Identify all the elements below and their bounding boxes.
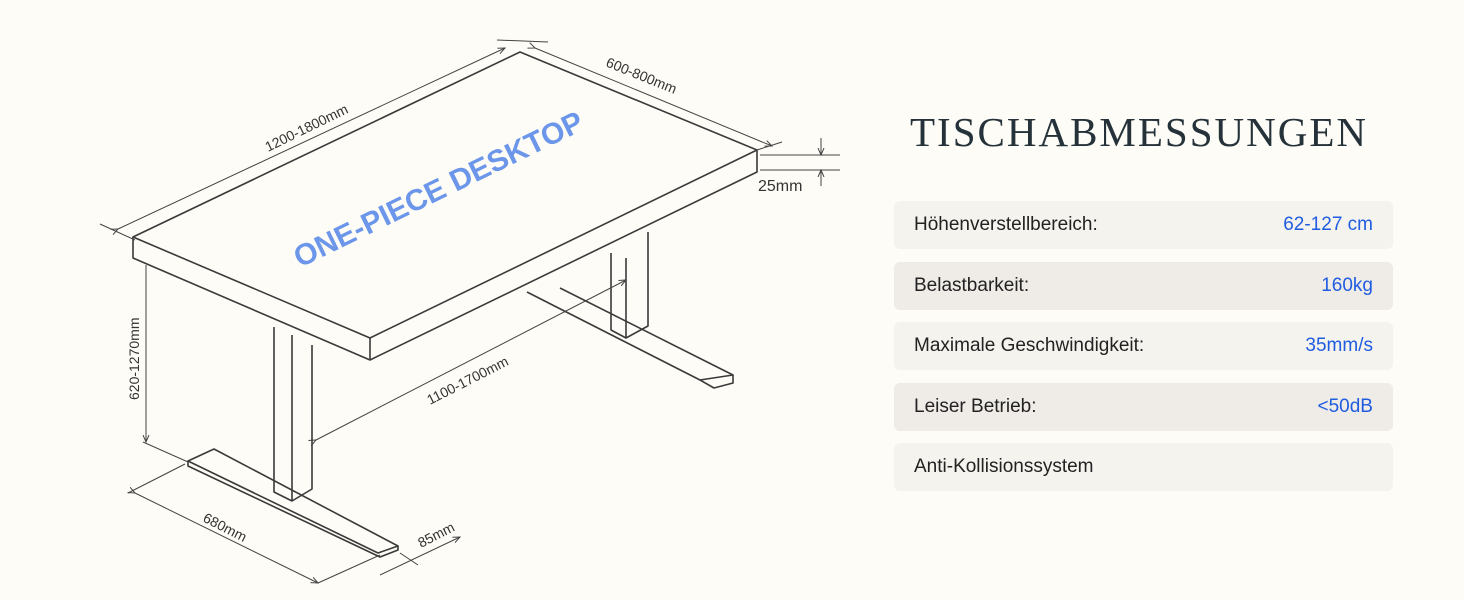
foot-length-dimension-label: 680mm <box>201 509 250 544</box>
spec-row-height-range: Höhenverstellbereich: 62-127 cm <box>894 201 1393 249</box>
spec-label: Maximale Geschwindigkeit: <box>914 335 1145 356</box>
spec-label: Leiser Betrieb: <box>914 395 1037 417</box>
spec-row-max-speed: Maximale Geschwindigkeit: 35mm/s <box>894 322 1393 370</box>
spec-label: Anti-Kollisionssystem <box>914 456 1094 477</box>
thickness-dimension-label: 25mm <box>758 178 802 195</box>
spec-row-noise-level: Leiser Betrieb: <50dB <box>894 382 1393 431</box>
page-title: TISCHABMESSUNGEN <box>910 109 1368 155</box>
spec-value: 35mm/s <box>1305 335 1373 356</box>
spec-value: 62-127 cm <box>1283 214 1373 235</box>
spec-row-load-capacity: Belastbarkeit: 160kg <box>894 261 1393 310</box>
desk-dimension-drawing: 1200-1800mm 600-800mm 25mm 620-1270mm 11… <box>99 39 840 600</box>
frame-width-dimension-label: 1100-1700mm <box>424 353 511 408</box>
depth-dimension-label: 600-800mm <box>604 54 679 97</box>
spec-value: <50dB <box>1317 395 1373 417</box>
spec-value: 160kg <box>1321 274 1373 296</box>
spec-row-anti-collision: Anti-Kollisionssystem <box>894 443 1393 491</box>
spec-label: Belastbarkeit: <box>914 274 1030 296</box>
height-dimension-label: 620-1270mm <box>126 318 142 401</box>
spec-label: Höhenverstellbereich: <box>914 214 1098 235</box>
foot-width-dimension-label: 85mm <box>415 519 457 551</box>
spec-list: Höhenverstellbereich: 62-127 cm Belastba… <box>894 201 1393 504</box>
